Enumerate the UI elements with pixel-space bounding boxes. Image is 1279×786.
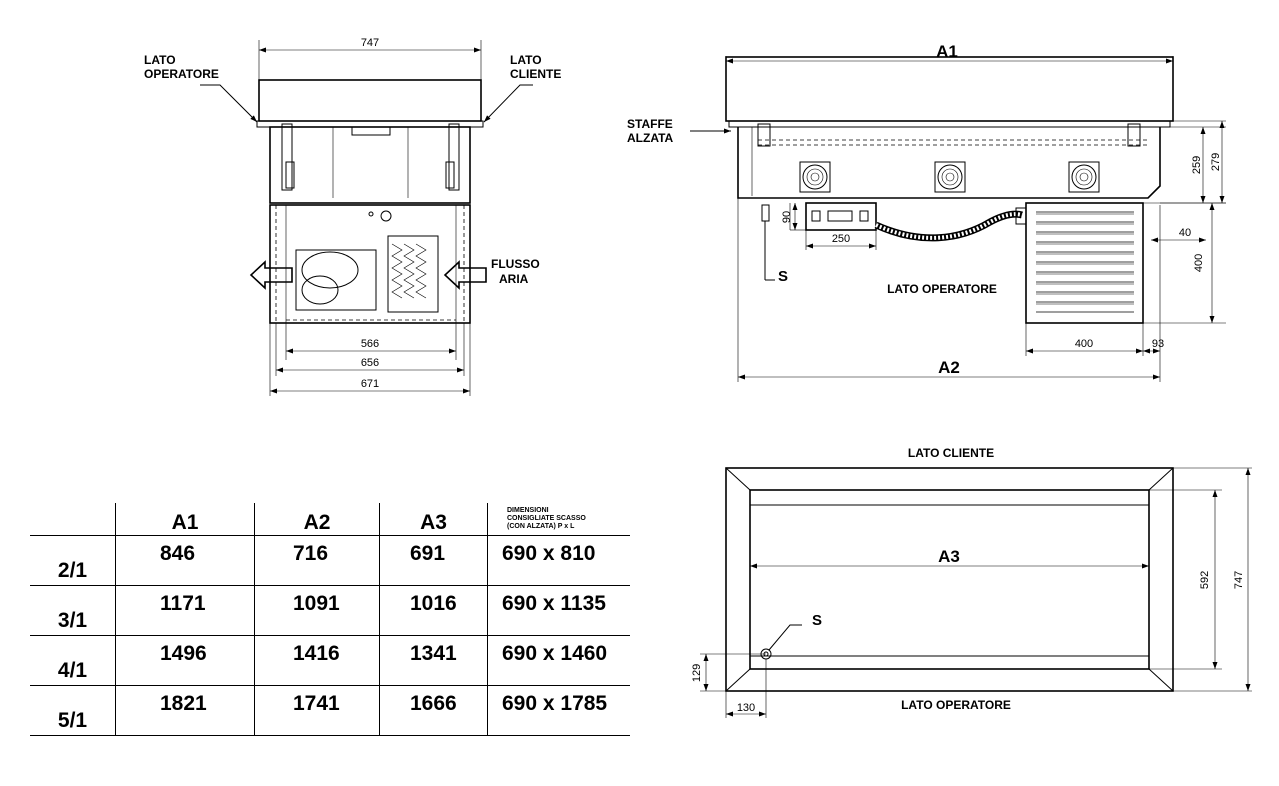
table-header-row: A1 A2 A3 DIMENSIONI CONSIGLIATE SCASSO (… [30,503,630,536]
dim-a1: A1 [936,42,958,61]
dim-747-top: 747 [361,37,379,49]
cell-cutout: 690 x 810 [487,535,630,586]
top-label-s: S [812,612,822,629]
cell-a1: 1171 [115,585,255,636]
dim-656: 656 [361,357,379,369]
dimensions-table: A1 A2 A3 DIMENSIONI CONSIGLIATE SCASSO (… [30,503,630,736]
front-view: 747 LATO OPERATORE LATO CLIENTE [144,37,561,396]
dim-671: 671 [361,378,379,390]
top-label-client: LATO CLIENTE [908,446,994,460]
table-header-note: DIMENSIONI CONSIGLIATE SCASSO (CON ALZAT… [487,503,630,536]
dim-259: 259 [1191,156,1203,174]
cell-a1: 1821 [115,685,255,736]
table-header-a2: A2 [254,503,380,536]
dim-592: 592 [1199,571,1211,589]
note-line-3: (CON ALZATA) P x L [507,523,575,530]
label-operator-line1: LATO [144,53,176,67]
cell-a3: 691 [379,535,488,586]
table-row: 2/1 846 716 691 690 x 810 [30,535,630,586]
table-header-a1: A1 [115,503,255,536]
dim-279: 279 [1210,153,1222,171]
cell-a1: 846 [115,535,255,586]
top-view: LATO CLIENTE LATO OPERATORE A3 592 747 S… [691,446,1252,718]
cell-cutout: 690 x 1460 [487,635,630,686]
label-airflow-line1: FLUSSO [491,257,540,271]
table-header-a3: A3 [379,503,488,536]
dim-747: 747 [1233,571,1245,589]
table-row: 3/1 1171 1091 1016 690 x 1135 [30,585,630,636]
table-row: 5/1 1821 1741 1666 690 x 1785 [30,685,630,736]
dim-40: 40 [1179,227,1191,239]
table-header-model [30,503,116,536]
label-client-line1: LATO [510,53,542,67]
dim-400-vertical: 400 [1193,254,1205,272]
note-line-2: CONSIGLIATE SCASSO [507,515,586,522]
cell-a3: 1016 [379,585,488,636]
cell-a3: 1666 [379,685,488,736]
cell-cutout: 690 x 1785 [487,685,630,736]
side-label-operator: LATO OPERATORE [887,282,997,296]
cell-a3: 1341 [379,635,488,686]
cell-model: 2/1 [30,535,116,586]
cell-a2: 1741 [254,685,380,736]
cell-model: 3/1 [30,585,116,636]
label-client-line2: CLIENTE [510,67,561,81]
cell-model: 4/1 [30,635,116,686]
dim-250: 250 [832,233,850,245]
cell-a2: 716 [254,535,380,586]
label-brackets-line1: STAFFE [627,117,673,131]
dim-90: 90 [781,211,793,223]
cell-a2: 1416 [254,635,380,686]
label-airflow-line2: ARIA [499,272,529,286]
cell-a2: 1091 [254,585,380,636]
dim-129: 129 [691,664,703,682]
table-row: 4/1 1496 1416 1341 690 x 1460 [30,635,630,686]
dim-a3: A3 [938,547,960,566]
cell-model: 5/1 [30,685,116,736]
cell-cutout: 690 x 1135 [487,585,630,636]
dim-130: 130 [737,702,755,714]
cell-a1: 1496 [115,635,255,686]
dim-a2: A2 [938,358,960,377]
label-operator-line2: OPERATORE [144,67,219,81]
side-label-s: S [778,268,788,285]
top-label-operator: LATO OPERATORE [901,698,1011,712]
dim-566: 566 [361,338,379,350]
dim-400-horizontal: 400 [1075,338,1093,350]
label-brackets-line2: ALZATA [627,131,674,145]
side-view: A1 STAFFE ALZATA 259 279 [627,42,1226,382]
dim-93: 93 [1152,338,1164,350]
note-line-1: DIMENSIONI [507,507,549,514]
